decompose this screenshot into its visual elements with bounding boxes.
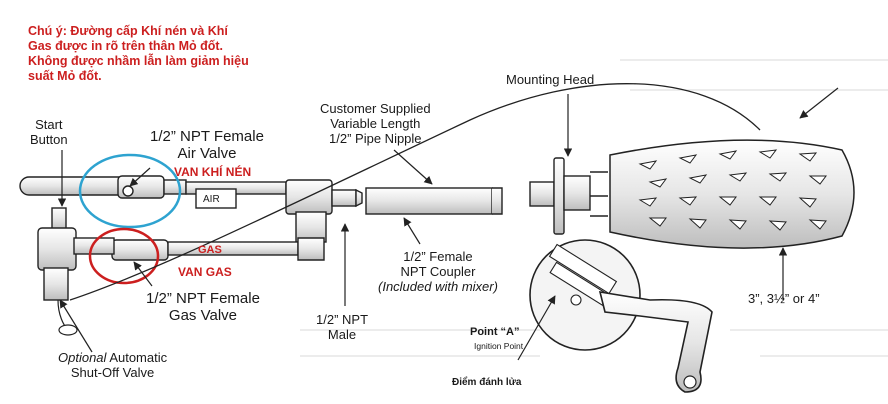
igniter-inset-detail — [548, 243, 618, 311]
mounting-head-label: Mounting Head — [506, 72, 595, 87]
shutoff-valve-bulb — [58, 324, 78, 336]
mounting-head — [529, 157, 608, 235]
air-valve-label: 1/2” NPT Female Air Valve — [150, 128, 264, 163]
warning-note-line-2: Gas được in rõ trên thân Mỏ đốt. — [28, 39, 224, 53]
leader-lines — [57, 87, 839, 361]
start-button — [37, 207, 115, 301]
air-body-marking: AIR — [203, 194, 220, 205]
gas-body-marking: GAS — [198, 244, 222, 256]
burner-sizes-label: 3”, 3½” or 4” — [748, 291, 820, 306]
gas-valve-label: 1/2” NPT Female Gas Valve — [146, 290, 260, 325]
background-sheet — [300, 59, 888, 357]
van-gas-label: VAN GAS — [178, 265, 232, 279]
warning-note-line-3: Không được nhầm lẫn làm giảm hiệu — [28, 54, 249, 68]
pipe-nipple-label: Customer Supplied Variable Length 1/2” P… — [320, 101, 431, 146]
point-a-label: Point “A” — [470, 326, 520, 338]
air-valve-handle — [19, 176, 131, 196]
air-line-pipe — [185, 181, 287, 209]
burner-tube — [609, 139, 855, 249]
npt-male-label: 1/2” NPT Male — [316, 312, 369, 342]
ignition-wire — [69, 83, 761, 301]
gas-valve-highlight — [88, 227, 160, 285]
shutoff-valve-label: Optional Automatic Shut-Off Valve — [58, 350, 168, 380]
warning-note-line-4: suất Mỏ đốt. — [28, 69, 102, 83]
diem-danh-lua-label: Điểm đánh lửa — [452, 377, 522, 388]
piezo-igniter-ring — [683, 375, 697, 389]
coupler-label: 1/2” Female NPT Coupler (Included with m… — [378, 249, 498, 294]
van-khi-nen-label: VAN KHÍ NÉN — [174, 165, 252, 179]
ignition-point-label: Ignition Point — [474, 341, 524, 351]
air-valve-highlight — [78, 153, 182, 229]
start-button-label: Start Button — [30, 117, 68, 147]
pipe-nipple — [365, 187, 503, 215]
warning-note: Chú ý: Đường cấp Khí nén và Khí Gas được… — [28, 24, 298, 84]
piezo-igniter — [598, 291, 713, 393]
warning-note-line-1: Chú ý: Đường cấp Khí nén và Khí — [28, 24, 228, 38]
